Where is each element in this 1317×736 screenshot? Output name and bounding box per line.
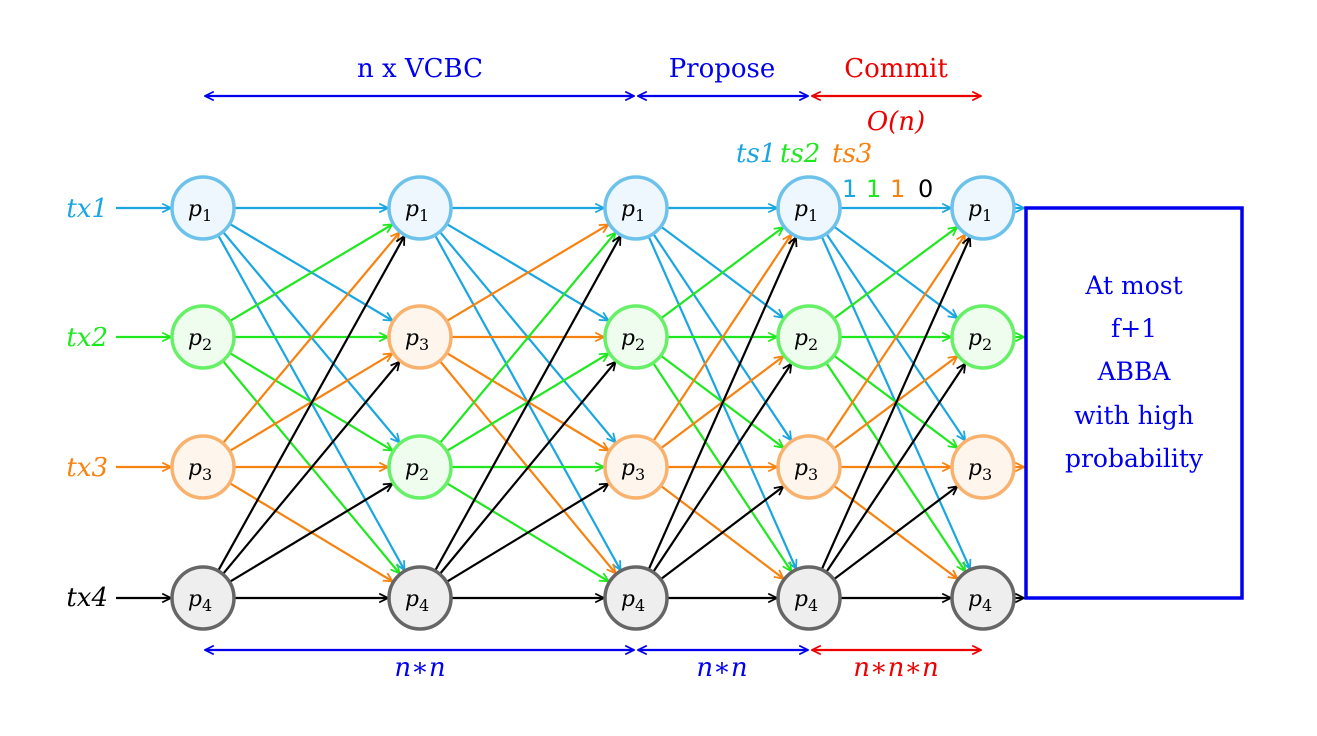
bottom-label-vcbc: n∗n xyxy=(394,653,445,683)
edge-c4-p4-to-p2 xyxy=(825,364,965,573)
edge-c1-p2-to-p1 xyxy=(229,224,393,323)
span-label-commit: Commit xyxy=(844,54,948,84)
node-p2-col4: p2 xyxy=(776,304,842,370)
edge-c1-p3-to-p1 xyxy=(222,233,400,444)
node-p1-col5: p1 xyxy=(950,175,1016,241)
abba-line-4: with high xyxy=(1074,401,1194,430)
node-p3-col1: p3 xyxy=(170,434,236,500)
edge-c1-p4-to-p3 xyxy=(221,362,400,575)
node-p2-col2: p2 xyxy=(387,434,453,500)
vote-value-4: 0 xyxy=(918,175,933,203)
edge-c4-p2-to-p1 xyxy=(833,227,957,320)
abba-line-5: probability xyxy=(1065,444,1204,473)
node-p1-col4: p1 xyxy=(776,175,842,241)
ts-label-1: ts1 xyxy=(736,139,776,169)
edge-c2-p4-to-p2 xyxy=(438,362,616,575)
node-label: p3 xyxy=(794,456,818,484)
edge-c3-p4-to-p1 xyxy=(647,237,796,571)
edge-c4-p4-to-p1 xyxy=(820,237,970,571)
node-p2-col5: p2 xyxy=(950,304,1016,370)
edge-c2-p3-to-p1 xyxy=(446,224,609,323)
node-p1-col2: p1 xyxy=(387,175,453,241)
node-p3-col2: p3 xyxy=(387,304,453,370)
node-p2-col1: p2 xyxy=(170,304,236,370)
edge-c1-p4-to-p2 xyxy=(228,484,393,583)
ts-label-3: ts3 xyxy=(832,139,872,169)
tx-label-3: tx3 xyxy=(66,453,108,483)
abba-line-1: At most xyxy=(1084,271,1182,300)
node-p1-col3: p1 xyxy=(603,175,669,241)
node-p1-col1: p1 xyxy=(170,175,236,241)
edge-c2-p2-to-p1 xyxy=(439,233,616,444)
node-p4-col5: p4 xyxy=(950,565,1016,631)
node-p3-col3: p3 xyxy=(603,434,669,500)
edge-c3-p4-to-p3 xyxy=(660,486,784,581)
abba-line-2: f+1 xyxy=(1111,314,1157,343)
vote-value-3: 1 xyxy=(890,175,905,203)
tx-label-2: tx2 xyxy=(66,323,108,353)
edge-c3-p4-to-p2 xyxy=(652,364,791,573)
vote-value-1: 1 xyxy=(842,175,857,203)
bottom-label-commit: n∗n∗n xyxy=(853,653,939,683)
bottom-label-propose: n∗n xyxy=(696,653,747,683)
edge-c2-p4-to-p3 xyxy=(445,484,609,583)
node-label: p3 xyxy=(621,456,645,484)
edges-layer xyxy=(116,96,1024,650)
node-p4-col3: p4 xyxy=(603,565,669,631)
edge-c1-p4-to-p1 xyxy=(217,236,406,572)
node-p2-col3: p2 xyxy=(603,304,669,370)
commit-complexity: O(n) xyxy=(867,107,925,137)
edge-c3-p3-to-p1 xyxy=(652,235,791,442)
node-p4-col2: p4 xyxy=(387,565,453,631)
tx-label-4: tx4 xyxy=(66,583,108,613)
node-p4-col1: p4 xyxy=(170,565,236,631)
nodes-layer: p1 p2 p3 p4 p1 p3 p2 p4 p1 p2 p3 p4 p1 p2 p3 p4 p1 p2 p3 p4 xyxy=(170,175,1016,631)
vote-value-2: 1 xyxy=(866,175,881,203)
node-p3-col4: p3 xyxy=(776,434,842,500)
edge-c4-p3-to-p1 xyxy=(825,235,965,442)
tx-label-1: tx1 xyxy=(66,194,108,224)
abba-line-3: ABBA xyxy=(1097,357,1172,386)
node-p3-col5: p3 xyxy=(950,434,1016,500)
edge-c4-p4-to-p3 xyxy=(833,486,958,581)
ts-label-2: ts2 xyxy=(780,139,820,169)
edge-c2-p4-to-p1 xyxy=(434,236,622,572)
span-label-vcbc: n x VCBC xyxy=(357,54,483,84)
span-label-propose: Propose xyxy=(669,54,776,84)
abba-box xyxy=(1024,206,1244,600)
edge-c3-p2-to-p1 xyxy=(660,227,783,320)
node-p4-col4: p4 xyxy=(776,565,842,631)
